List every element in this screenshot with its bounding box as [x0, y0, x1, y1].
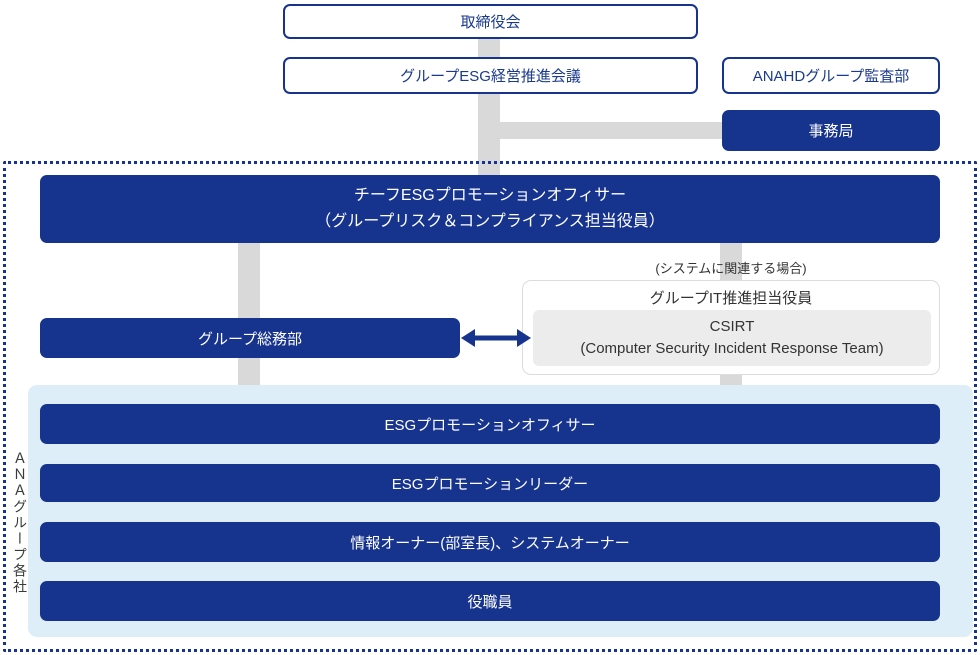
box-anahd-audit-dept-label: ANAHDグループ監査部	[752, 68, 910, 85]
chief-officer-subtitle: （グループリスク＆コンプライアンス担当役員）	[315, 213, 665, 230]
connector-to-secretariat	[489, 122, 722, 139]
bar-esg-promotion-leader: ESGプロモーションリーダー	[40, 464, 940, 502]
scope-dotted-frame	[3, 161, 977, 652]
bidirectional-arrow-icon	[460, 325, 532, 351]
connector-chief-to-it-officer	[720, 243, 742, 280]
box-csirt: CSIRT (Computer Security Incident Respon…	[533, 310, 931, 366]
bar-esg-promotion-officer-label: ESGプロモーションオフィサー	[384, 416, 596, 434]
bar-information-system-owner: 情報オーナー(部室長)、システムオーナー	[40, 522, 940, 562]
box-secretariat-label: 事務局	[808, 123, 854, 140]
box-anahd-audit-dept: ANAHDグループ監査部	[722, 57, 940, 94]
box-board-of-directors: 取締役会	[283, 4, 698, 39]
bar-staff-label: 役職員	[467, 593, 513, 611]
box-esg-management-council: グループESG経営推進会議	[283, 57, 698, 94]
box-board-of-directors-label: 取締役会	[460, 14, 521, 31]
group-it-officer-label: グループIT推進担当役員	[649, 290, 813, 307]
box-chief-esg-promotion-officer: チーフESGプロモーションオフィサー （グループリスク＆コンプライアンス担当役員…	[40, 175, 940, 243]
box-group-general-affairs: グループ総務部	[40, 318, 460, 358]
bar-esg-promotion-leader-label: ESGプロモーションリーダー	[391, 475, 589, 493]
bar-information-system-owner-label: 情報オーナー(部室長)、システムオーナー	[350, 534, 630, 552]
csirt-name: CSIRT	[709, 318, 755, 336]
box-group-it-officer: グループIT推進担当役員 CSIRT (Computer Security In…	[522, 280, 940, 375]
group-companies-label: ＡＮＡグループ各社	[12, 450, 28, 595]
system-related-note: (システムに関連する場合)	[655, 261, 807, 276]
csirt-fullname: (Computer Security Incident Response Tea…	[580, 340, 884, 357]
chief-officer-title: チーフESGプロモーションオフィサー	[353, 186, 627, 204]
bar-staff: 役職員	[40, 581, 940, 621]
box-secretariat: 事務局	[722, 110, 940, 151]
box-esg-management-council-label: グループESG経営推進会議	[400, 68, 581, 85]
group-general-affairs-label: グループ総務部	[197, 330, 303, 348]
bar-esg-promotion-officer: ESGプロモーションオフィサー	[40, 404, 940, 444]
connector-chief-to-general-affairs	[238, 243, 260, 318]
connector-board-to-council	[478, 39, 500, 57]
